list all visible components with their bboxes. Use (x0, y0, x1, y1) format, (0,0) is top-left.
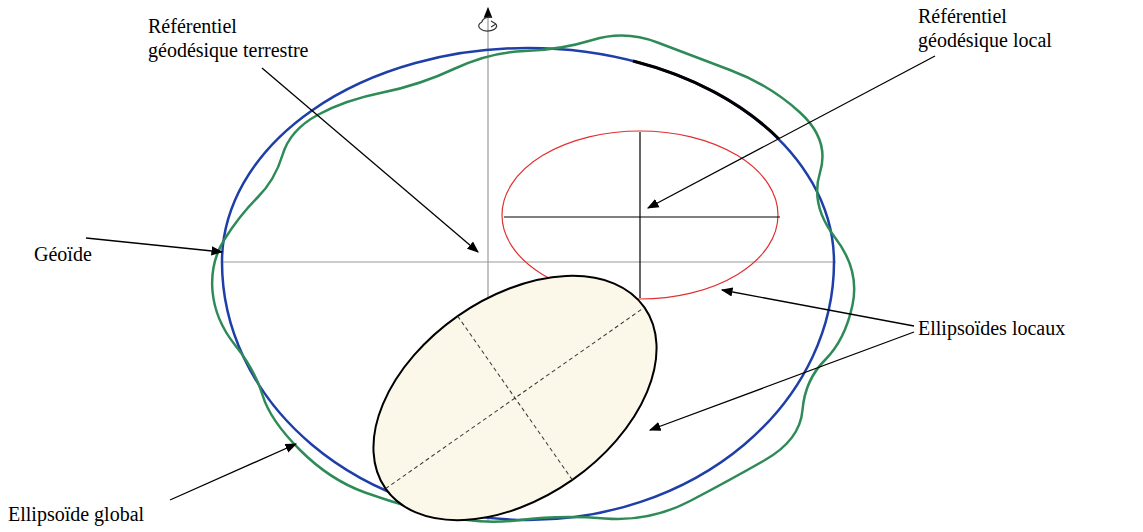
local-axis (639, 132, 640, 298)
local-ellipsoid (502, 131, 778, 299)
ellipsoid-label: Ellipsoïde global (8, 502, 208, 526)
equator-line (222, 261, 836, 262)
geoid-label: Géoïde (34, 242, 134, 266)
local-axis (504, 216, 780, 217)
leader-lines (86, 56, 935, 500)
frame-label: Référentiel géodésique terrestre (148, 14, 330, 62)
tilted-ellipsoid (328, 225, 702, 532)
rotation-symbol (479, 17, 497, 31)
fit-segment (633, 61, 779, 139)
frame-label: Référentiel géodésique local (918, 4, 1078, 52)
ellipsoid-label: Ellipsoïdes locaux (918, 316, 1118, 340)
